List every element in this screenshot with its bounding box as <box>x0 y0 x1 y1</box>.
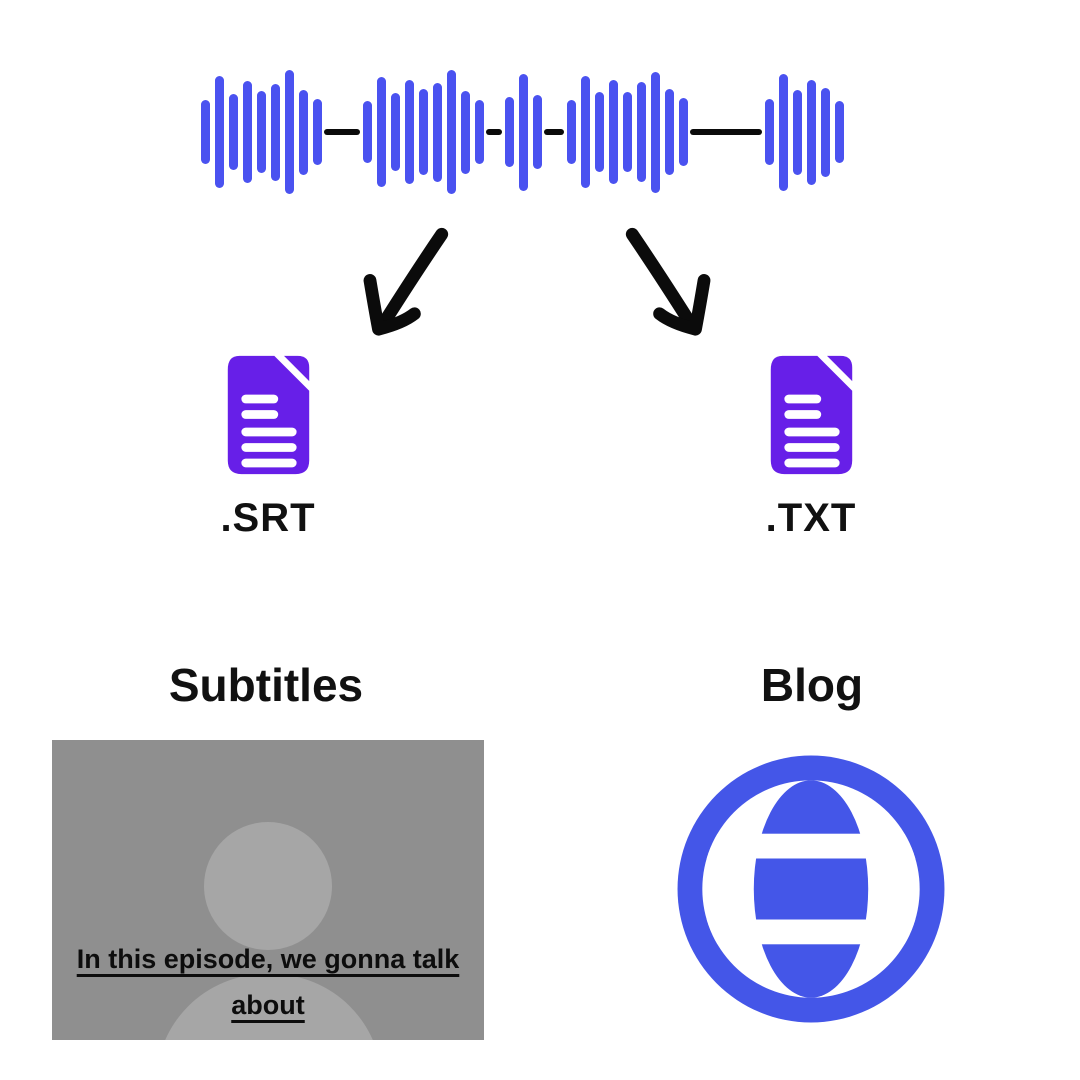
blog-heading: Blog <box>760 659 864 711</box>
waveform-bar <box>580 76 590 188</box>
waveform-bar <box>764 99 774 165</box>
video-subtitle-preview: In this episode, we gonna talk about <box>52 740 484 1040</box>
document-file-icon-srt <box>227 355 310 475</box>
waveform-bar <box>200 100 210 164</box>
waveform-cluster <box>360 70 486 194</box>
waveform-bar <box>284 70 294 194</box>
waveform-bar <box>820 87 830 177</box>
waveform-bar <box>214 76 224 188</box>
srt-file-label: .SRT <box>220 496 316 540</box>
waveform-bar <box>792 89 802 175</box>
waveform-bar <box>298 89 308 175</box>
curved-arrow-down-right-icon <box>625 227 711 336</box>
waveform-bar <box>532 95 542 169</box>
waveform-bar <box>312 99 322 165</box>
waveform-bar <box>228 94 238 170</box>
waveform-connector-line <box>690 129 762 135</box>
globe-icon <box>677 755 945 1023</box>
waveform-bar <box>678 98 688 166</box>
txt-file-label: .TXT <box>765 496 857 540</box>
waveform-bar <box>650 71 660 193</box>
waveform-cluster <box>564 71 690 193</box>
waveform-bar <box>474 100 484 164</box>
waveform-bar <box>432 82 442 182</box>
waveform-bar <box>834 101 844 163</box>
waveform-bar <box>622 92 632 172</box>
waveform-bar <box>664 89 674 175</box>
waveform-bar <box>242 81 252 183</box>
waveform-bar <box>256 91 266 173</box>
waveform-connector-line <box>324 129 360 135</box>
waveform-connector-line <box>544 129 564 135</box>
person-silhouette-head <box>204 822 332 950</box>
waveform-bar <box>376 77 386 187</box>
waveform-bar <box>594 92 604 172</box>
waveform-bar <box>390 93 400 171</box>
waveform-bar <box>636 82 646 182</box>
waveform-cluster <box>502 73 544 191</box>
waveform-bar <box>446 70 456 194</box>
audio-waveform-icon <box>198 66 846 198</box>
subtitle-caption: In this episode, we gonna talk about <box>52 936 484 1028</box>
document-file-icon-txt <box>770 355 853 475</box>
subtitle-caption-line-1: In this episode, we gonna talk <box>76 944 460 974</box>
waveform-bar <box>778 73 788 191</box>
waveform-bar <box>504 97 514 167</box>
waveform-bar <box>362 101 372 163</box>
waveform-cluster <box>198 70 324 194</box>
waveform-bar <box>460 90 470 174</box>
subtitle-caption-line-2: about <box>231 990 305 1020</box>
waveform-bar <box>418 89 428 175</box>
curved-arrow-down-left-icon <box>363 227 449 336</box>
waveform-bar <box>608 80 618 184</box>
waveform-bar <box>566 100 576 164</box>
waveform-bar <box>270 83 280 181</box>
waveform-bar <box>518 73 528 191</box>
subtitles-heading: Subtitles <box>168 659 364 711</box>
waveform-cluster <box>762 73 846 191</box>
waveform-bar <box>806 79 816 185</box>
waveform-bar <box>404 80 414 184</box>
waveform-connector-line <box>486 129 502 135</box>
